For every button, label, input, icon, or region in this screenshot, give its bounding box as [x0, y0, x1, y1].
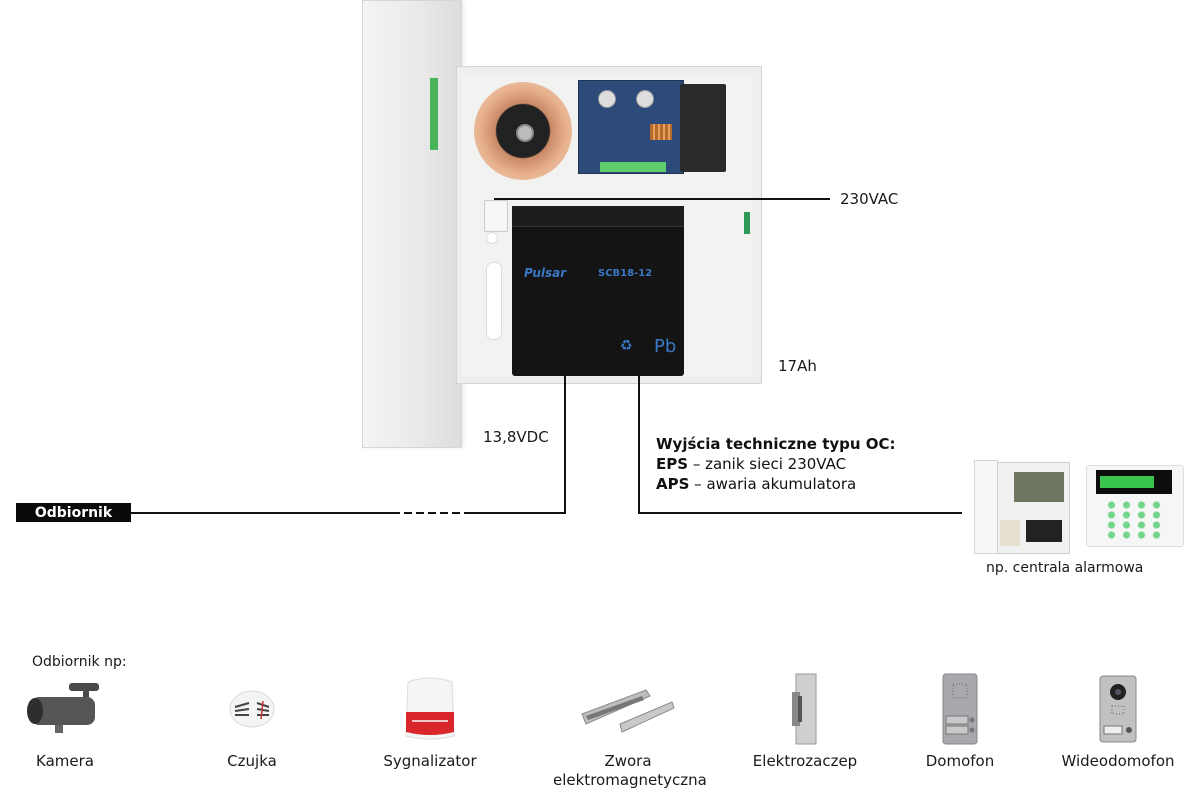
receivers-heading: Odbiornik np: — [32, 654, 127, 670]
receiver-label-line2: elektromagnetyczna — [553, 771, 707, 789]
cable-slot — [486, 262, 502, 340]
camera-icon — [5, 676, 125, 742]
alarm-panel-caption: np. centrala alarmowa — [986, 560, 1144, 576]
aps-key: APS — [656, 475, 690, 493]
wire-to-receiver — [131, 512, 392, 514]
receiver-item-wideodomofon: Wideodomofon — [1058, 675, 1178, 771]
electric-strike-icon — [745, 673, 865, 745]
intercom-icon — [900, 673, 1020, 745]
receiver-item-zwora: Zwora elektromagnetyczna — [553, 676, 707, 790]
eps-key: EPS — [656, 455, 689, 473]
battery-model: SCB18-12 — [598, 268, 653, 279]
alarm-panel-door — [974, 460, 998, 554]
aps-desc: awaria akumulatora — [706, 475, 857, 493]
receiver-label: Zwora elektromagnetyczna — [553, 752, 707, 790]
battery-brand: Pulsar — [524, 266, 567, 280]
wire-230vac — [494, 198, 830, 200]
capacitor — [598, 90, 616, 108]
mounting-hole — [486, 232, 498, 244]
recycle-icon: ♻ — [620, 338, 633, 354]
mains-terminal-block — [484, 200, 508, 232]
receiver-label: Kamera — [36, 752, 94, 770]
keypad-buttons — [1104, 500, 1164, 540]
eps-desc: zanik sieci 230VAC — [705, 455, 847, 473]
inductor-coil — [650, 124, 672, 140]
receiver-item-domofon: Domofon — [900, 673, 1020, 771]
wire-oc-horizontal — [638, 512, 962, 514]
technical-outputs-title: Wyjścia techniczne typu OC: — [656, 435, 896, 453]
wire-dc-dashed — [392, 512, 470, 514]
label-13-8vdc: 13,8VDC — [483, 428, 549, 446]
eps-sep: – — [688, 455, 706, 473]
wire-dc-horizontal — [470, 512, 566, 514]
wire-oc-vertical — [638, 376, 640, 513]
alarm-panel-board — [1014, 472, 1064, 502]
label-17ah: 17Ah — [778, 357, 817, 375]
wire-dc-vertical — [564, 376, 566, 513]
receiver-label-line1: Zwora — [604, 752, 652, 770]
aps-line: APS – awaria akumulatora — [656, 474, 896, 494]
enclosure-door — [362, 0, 462, 448]
alarm-panel-module — [1000, 520, 1020, 546]
aps-sep: – — [689, 475, 707, 493]
receiver-label: Czujka — [227, 752, 277, 770]
receiver-tag: Odbiornik — [16, 503, 131, 522]
eps-line: EPS – zanik sieci 230VAC — [656, 454, 896, 474]
battery-pb-mark: Pb — [654, 336, 677, 357]
receiver-label: Elektrozaczep — [752, 752, 858, 770]
alarm-panel-battery — [1026, 520, 1062, 542]
receiver-label: Domofon — [925, 752, 995, 770]
siren-icon — [370, 676, 490, 742]
smoke-detector-icon — [192, 676, 312, 742]
video-intercom-icon — [1058, 675, 1178, 743]
receiver-item-kamera: Kamera — [5, 676, 125, 771]
technical-outputs-block: Wyjścia techniczne typu OC: EPS – zanik … — [656, 434, 896, 494]
receiver-item-elektrozaczep: Elektrozaczep — [745, 673, 865, 771]
receiver-label: Sygnalizator — [383, 752, 477, 770]
label-230vac: 230VAC — [840, 190, 899, 208]
receiver-item-sygnalizator: Sygnalizator — [370, 676, 490, 771]
magnetic-lock-icon — [553, 676, 703, 742]
battery-top — [512, 206, 684, 227]
receiver-item-czujka: Czujka — [192, 676, 312, 771]
tamper-switch — [744, 212, 750, 234]
transformer-bolt — [516, 124, 534, 142]
door-tamper-strip — [430, 78, 438, 150]
keypad-lcd — [1100, 476, 1154, 488]
receiver-label: Wideodomofon — [1061, 752, 1175, 770]
battery — [512, 206, 684, 376]
heatsink-block — [680, 84, 726, 172]
pcb-terminal-strip — [600, 162, 666, 172]
capacitor — [636, 90, 654, 108]
